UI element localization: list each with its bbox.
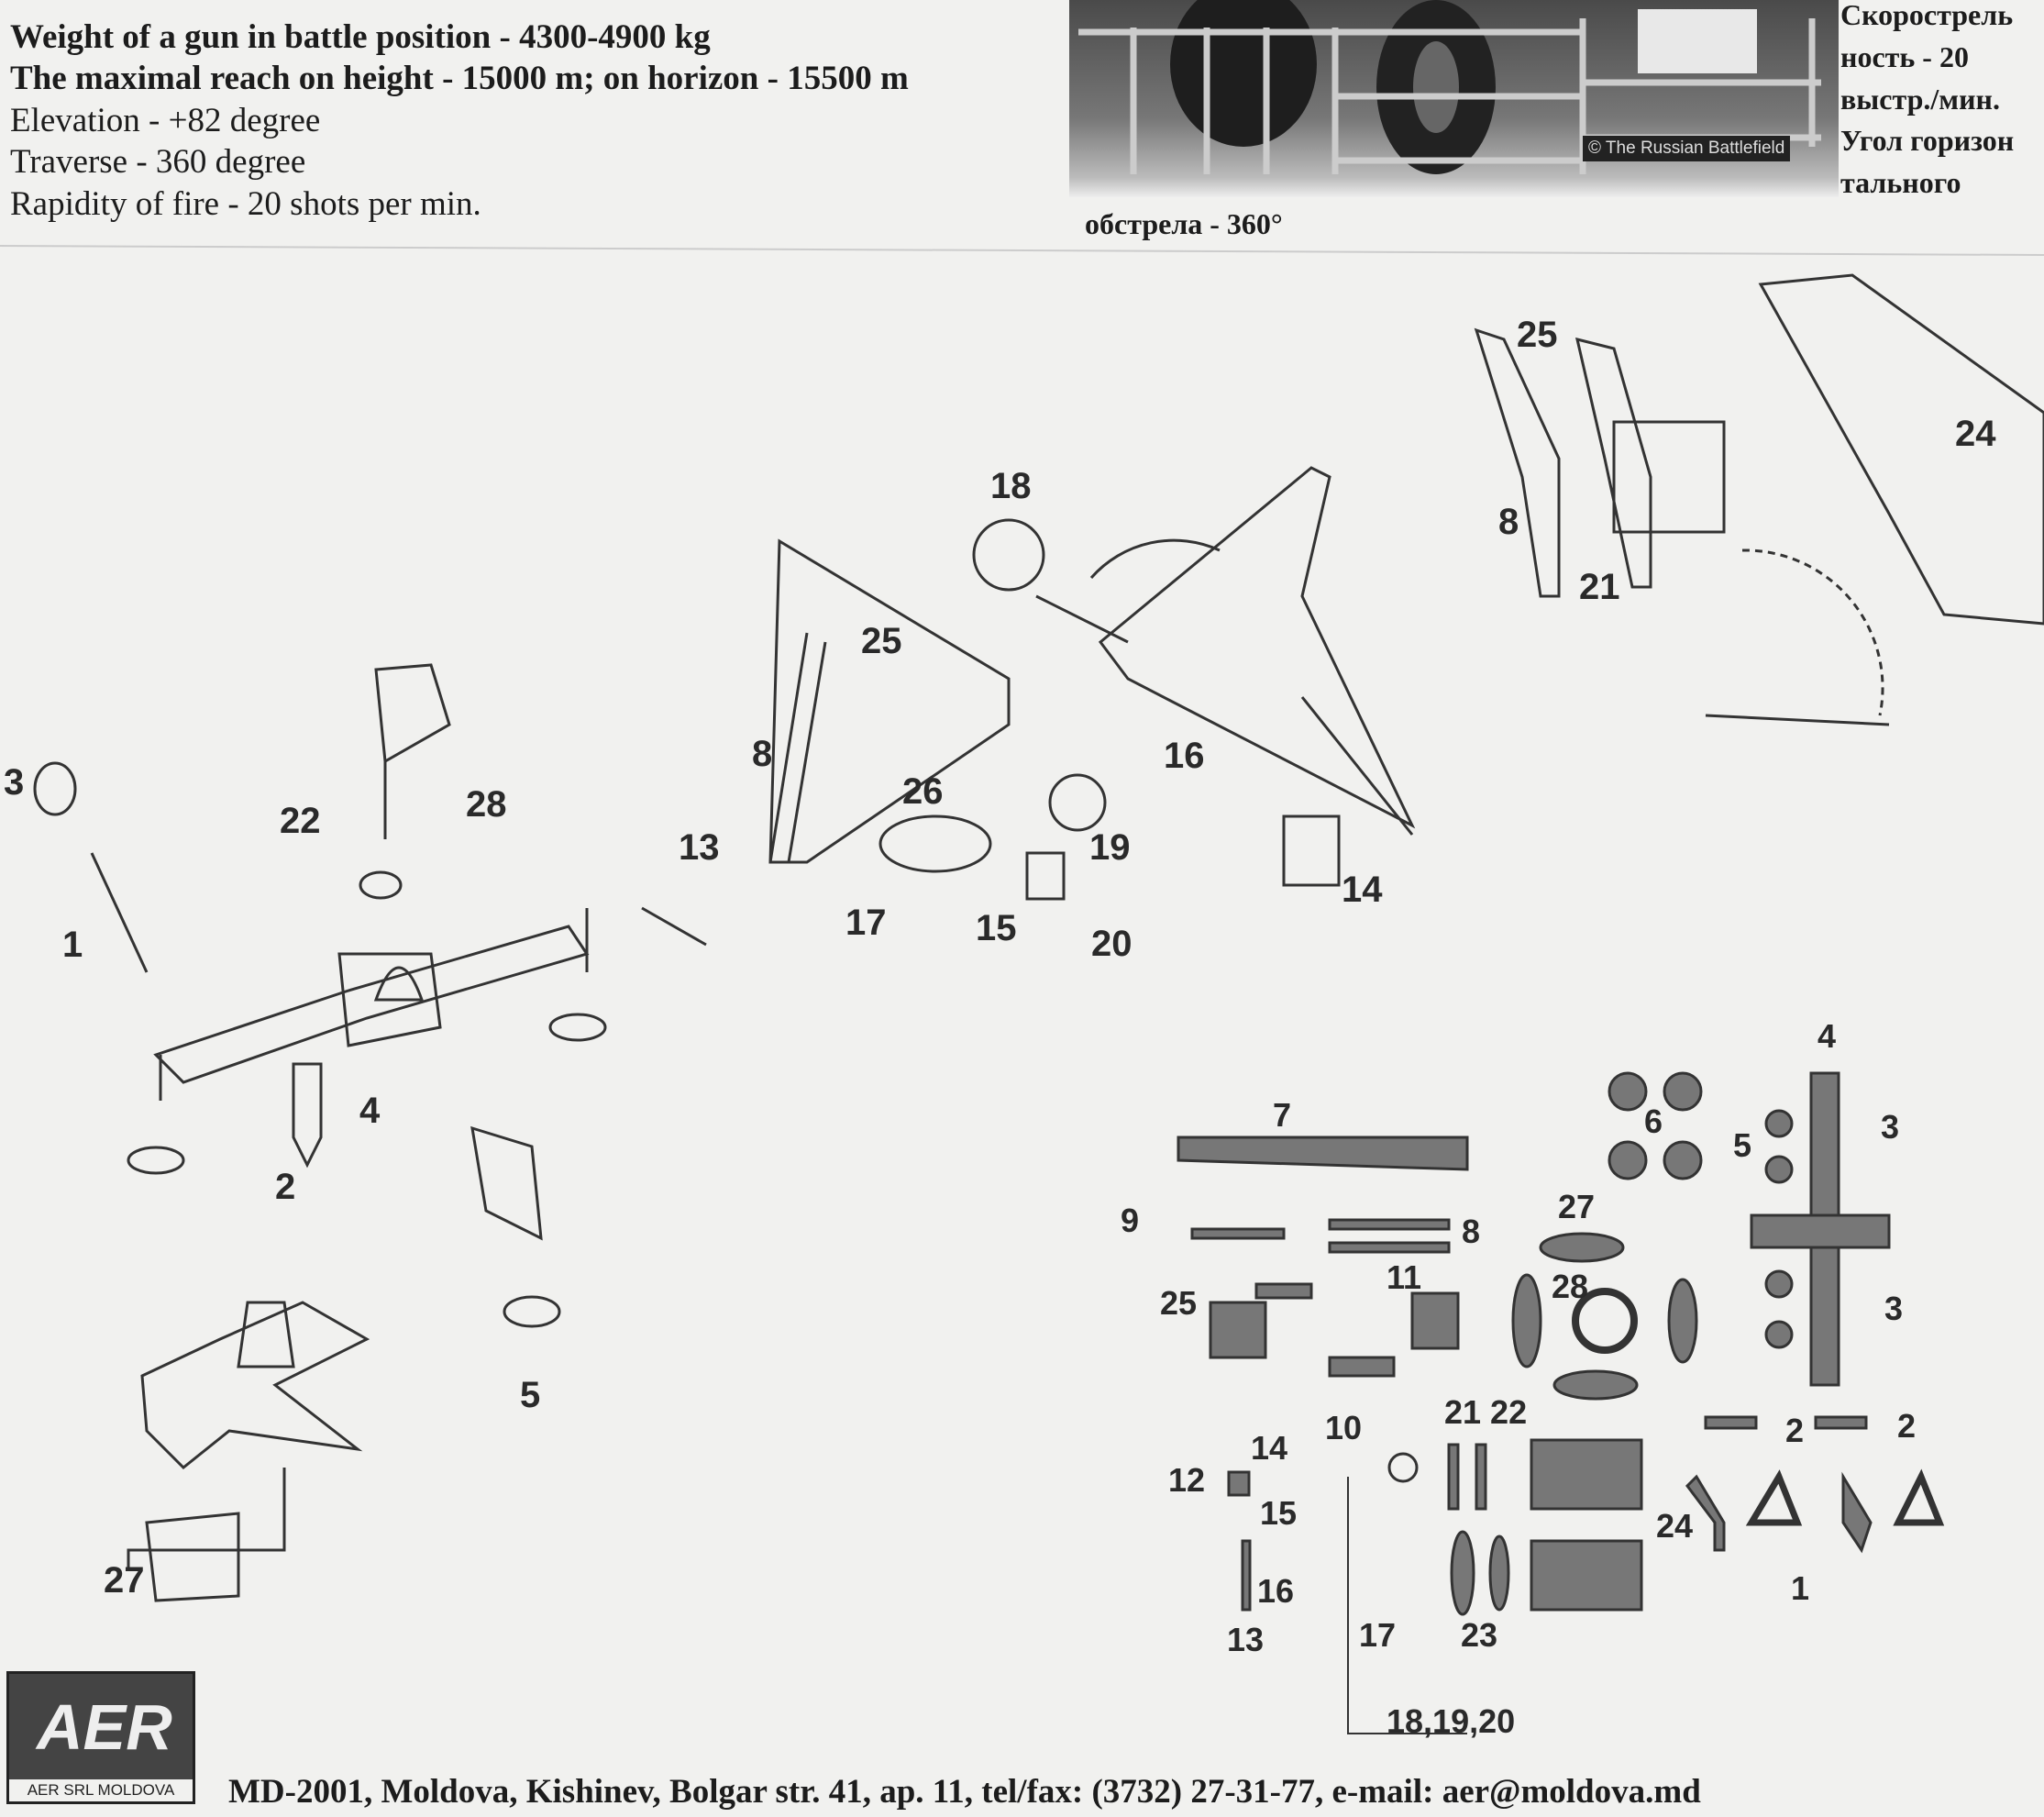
gun-photo: © The Russian Battlefield bbox=[1069, 0, 1839, 197]
callout-label: 28 bbox=[466, 784, 507, 825]
callout-label: 25 bbox=[1160, 1284, 1198, 1322]
callout-label: 21 22 bbox=[1444, 1393, 1528, 1431]
photo-wheels bbox=[1078, 0, 1821, 174]
callout-label: 10 bbox=[1325, 1409, 1363, 1446]
callout-label: 8 bbox=[752, 734, 773, 774]
callout-label: 4 bbox=[359, 1091, 381, 1131]
callout-label: 19 bbox=[1089, 827, 1131, 868]
callout-label: 2 bbox=[1785, 1412, 1805, 1449]
callout-label: 15 bbox=[1260, 1494, 1298, 1532]
footer-address: MD-2001, Moldova, Kishinev, Bolgar str. … bbox=[228, 1773, 1701, 1811]
callout-label: 18 bbox=[990, 466, 1032, 506]
callout-label: 18,19,20 bbox=[1387, 1702, 1516, 1740]
callout-label: 3 bbox=[1884, 1290, 1904, 1327]
callout-label: 26 bbox=[902, 771, 944, 812]
callout-label: 21 bbox=[1579, 567, 1620, 607]
callout-label: 25 bbox=[1517, 315, 1558, 355]
ru-line: ность - 20 bbox=[1840, 40, 1969, 73]
callout-label: 1 bbox=[1791, 1569, 1810, 1607]
callout-label: 7 bbox=[1273, 1096, 1292, 1134]
parts-sprue-drawing bbox=[1177, 1071, 1945, 1734]
base-detail-drawing bbox=[127, 1301, 370, 1602]
callout-label: 17 bbox=[1359, 1616, 1397, 1654]
photo-watermark: © The Russian Battlefield bbox=[1583, 136, 1791, 161]
callout-label: 27 bbox=[1558, 1188, 1596, 1225]
callout-label: 3 bbox=[1881, 1108, 1900, 1146]
callout-label: 13 bbox=[679, 827, 720, 868]
ru-line-tail: обстрела - 360° bbox=[1085, 207, 1283, 240]
logo-caption: AER SRL MOLDOVA bbox=[9, 1779, 193, 1801]
callout-label: 28 bbox=[1552, 1268, 1589, 1305]
spec-elevation: Elevation - +82 degree bbox=[10, 102, 321, 139]
ru-line: Угол горизон bbox=[1840, 124, 2015, 157]
callout-label: 2 bbox=[1897, 1407, 1917, 1445]
cruciform-base-drawing bbox=[33, 663, 707, 1328]
callout-label: 3 bbox=[4, 762, 25, 803]
fold-line bbox=[0, 245, 2044, 256]
callout-label: 24 bbox=[1656, 1507, 1694, 1545]
callout-label: 5 bbox=[1733, 1126, 1752, 1164]
logo-mark: AER bbox=[37, 1691, 172, 1763]
callout-label: 14 bbox=[1342, 870, 1383, 910]
callout-label: 2 bbox=[275, 1167, 296, 1207]
callout-label: 9 bbox=[1121, 1202, 1140, 1239]
callout-label: 13 bbox=[1227, 1621, 1265, 1658]
callout-label: 24 bbox=[1955, 414, 1996, 454]
spec-rate: Rapidity of fire - 20 shots per min. bbox=[10, 185, 481, 223]
callout-label: 6 bbox=[1644, 1102, 1663, 1140]
callout-label: 20 bbox=[1091, 924, 1132, 964]
spec-traverse: Traverse - 360 degree bbox=[10, 143, 306, 181]
callout-label: 15 bbox=[976, 908, 1017, 948]
cradle-drawing bbox=[768, 466, 1416, 901]
callout-label: 23 bbox=[1461, 1616, 1498, 1654]
callout-label: 16 bbox=[1164, 736, 1205, 776]
callout-label: 5 bbox=[520, 1375, 541, 1415]
callout-label: 11 bbox=[1387, 1258, 1422, 1296]
upper-carriage-drawing bbox=[1474, 273, 2044, 726]
spec-weight: Weight of a gun in battle position - 430… bbox=[10, 18, 711, 56]
ru-line: тального bbox=[1840, 166, 1961, 199]
callout-label: 12 bbox=[1168, 1461, 1206, 1499]
aer-logo: AER AER SRL MOLDOVA bbox=[6, 1671, 195, 1804]
callout-label: 27 bbox=[104, 1560, 145, 1601]
callout-label: 8 bbox=[1498, 502, 1519, 542]
ru-line: выстр./мин. bbox=[1840, 83, 2000, 116]
ru-line: Скорострель bbox=[1840, 0, 2014, 31]
callout-label: 4 bbox=[1818, 1017, 1837, 1055]
callout-label: 14 bbox=[1251, 1429, 1288, 1467]
callout-label: 17 bbox=[845, 903, 887, 943]
spec-reach: The maximal reach on height - 15000 m; o… bbox=[10, 60, 909, 97]
callout-label: 16 bbox=[1257, 1572, 1295, 1610]
callout-label: 1 bbox=[62, 925, 83, 965]
callout-label: 8 bbox=[1462, 1213, 1481, 1250]
callout-label: 22 bbox=[280, 801, 321, 841]
callout-label: 25 bbox=[861, 621, 902, 661]
